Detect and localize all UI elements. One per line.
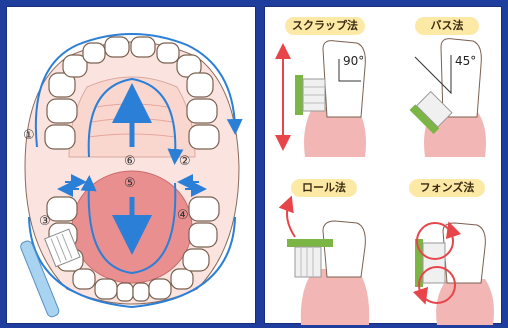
label-1: ① [23,128,35,143]
scrub-method-label: スクラップ法 [285,17,365,35]
techniques-illustrations: 90° 45° [265,7,503,325]
label-6: ⑥ [124,154,136,169]
fones-method-illustration [415,223,494,325]
bass-method-label: バス法 [415,17,479,35]
label-2: ② [179,154,191,169]
mouth-diagram: ① ② ③ ④ ⑤ ⑥ [7,7,257,325]
scrub-angle: 90° [343,54,364,68]
mouth-diagram-panel: ① ② ③ ④ ⑤ ⑥ [6,6,256,324]
roll-method-label: ロール法 [291,179,357,197]
label-5: ⑤ [124,176,136,191]
bass-method-illustration: 45° [410,39,486,157]
bass-angle: 45° [455,54,476,68]
label-3: ③ [39,214,51,229]
scrub-method-illustration: 90° [283,41,366,157]
roll-method-illustration [287,203,369,325]
fones-method-label: フォンズ法 [409,179,485,197]
techniques-panel: 90° 45° [264,6,502,324]
label-4: ④ [177,208,189,223]
